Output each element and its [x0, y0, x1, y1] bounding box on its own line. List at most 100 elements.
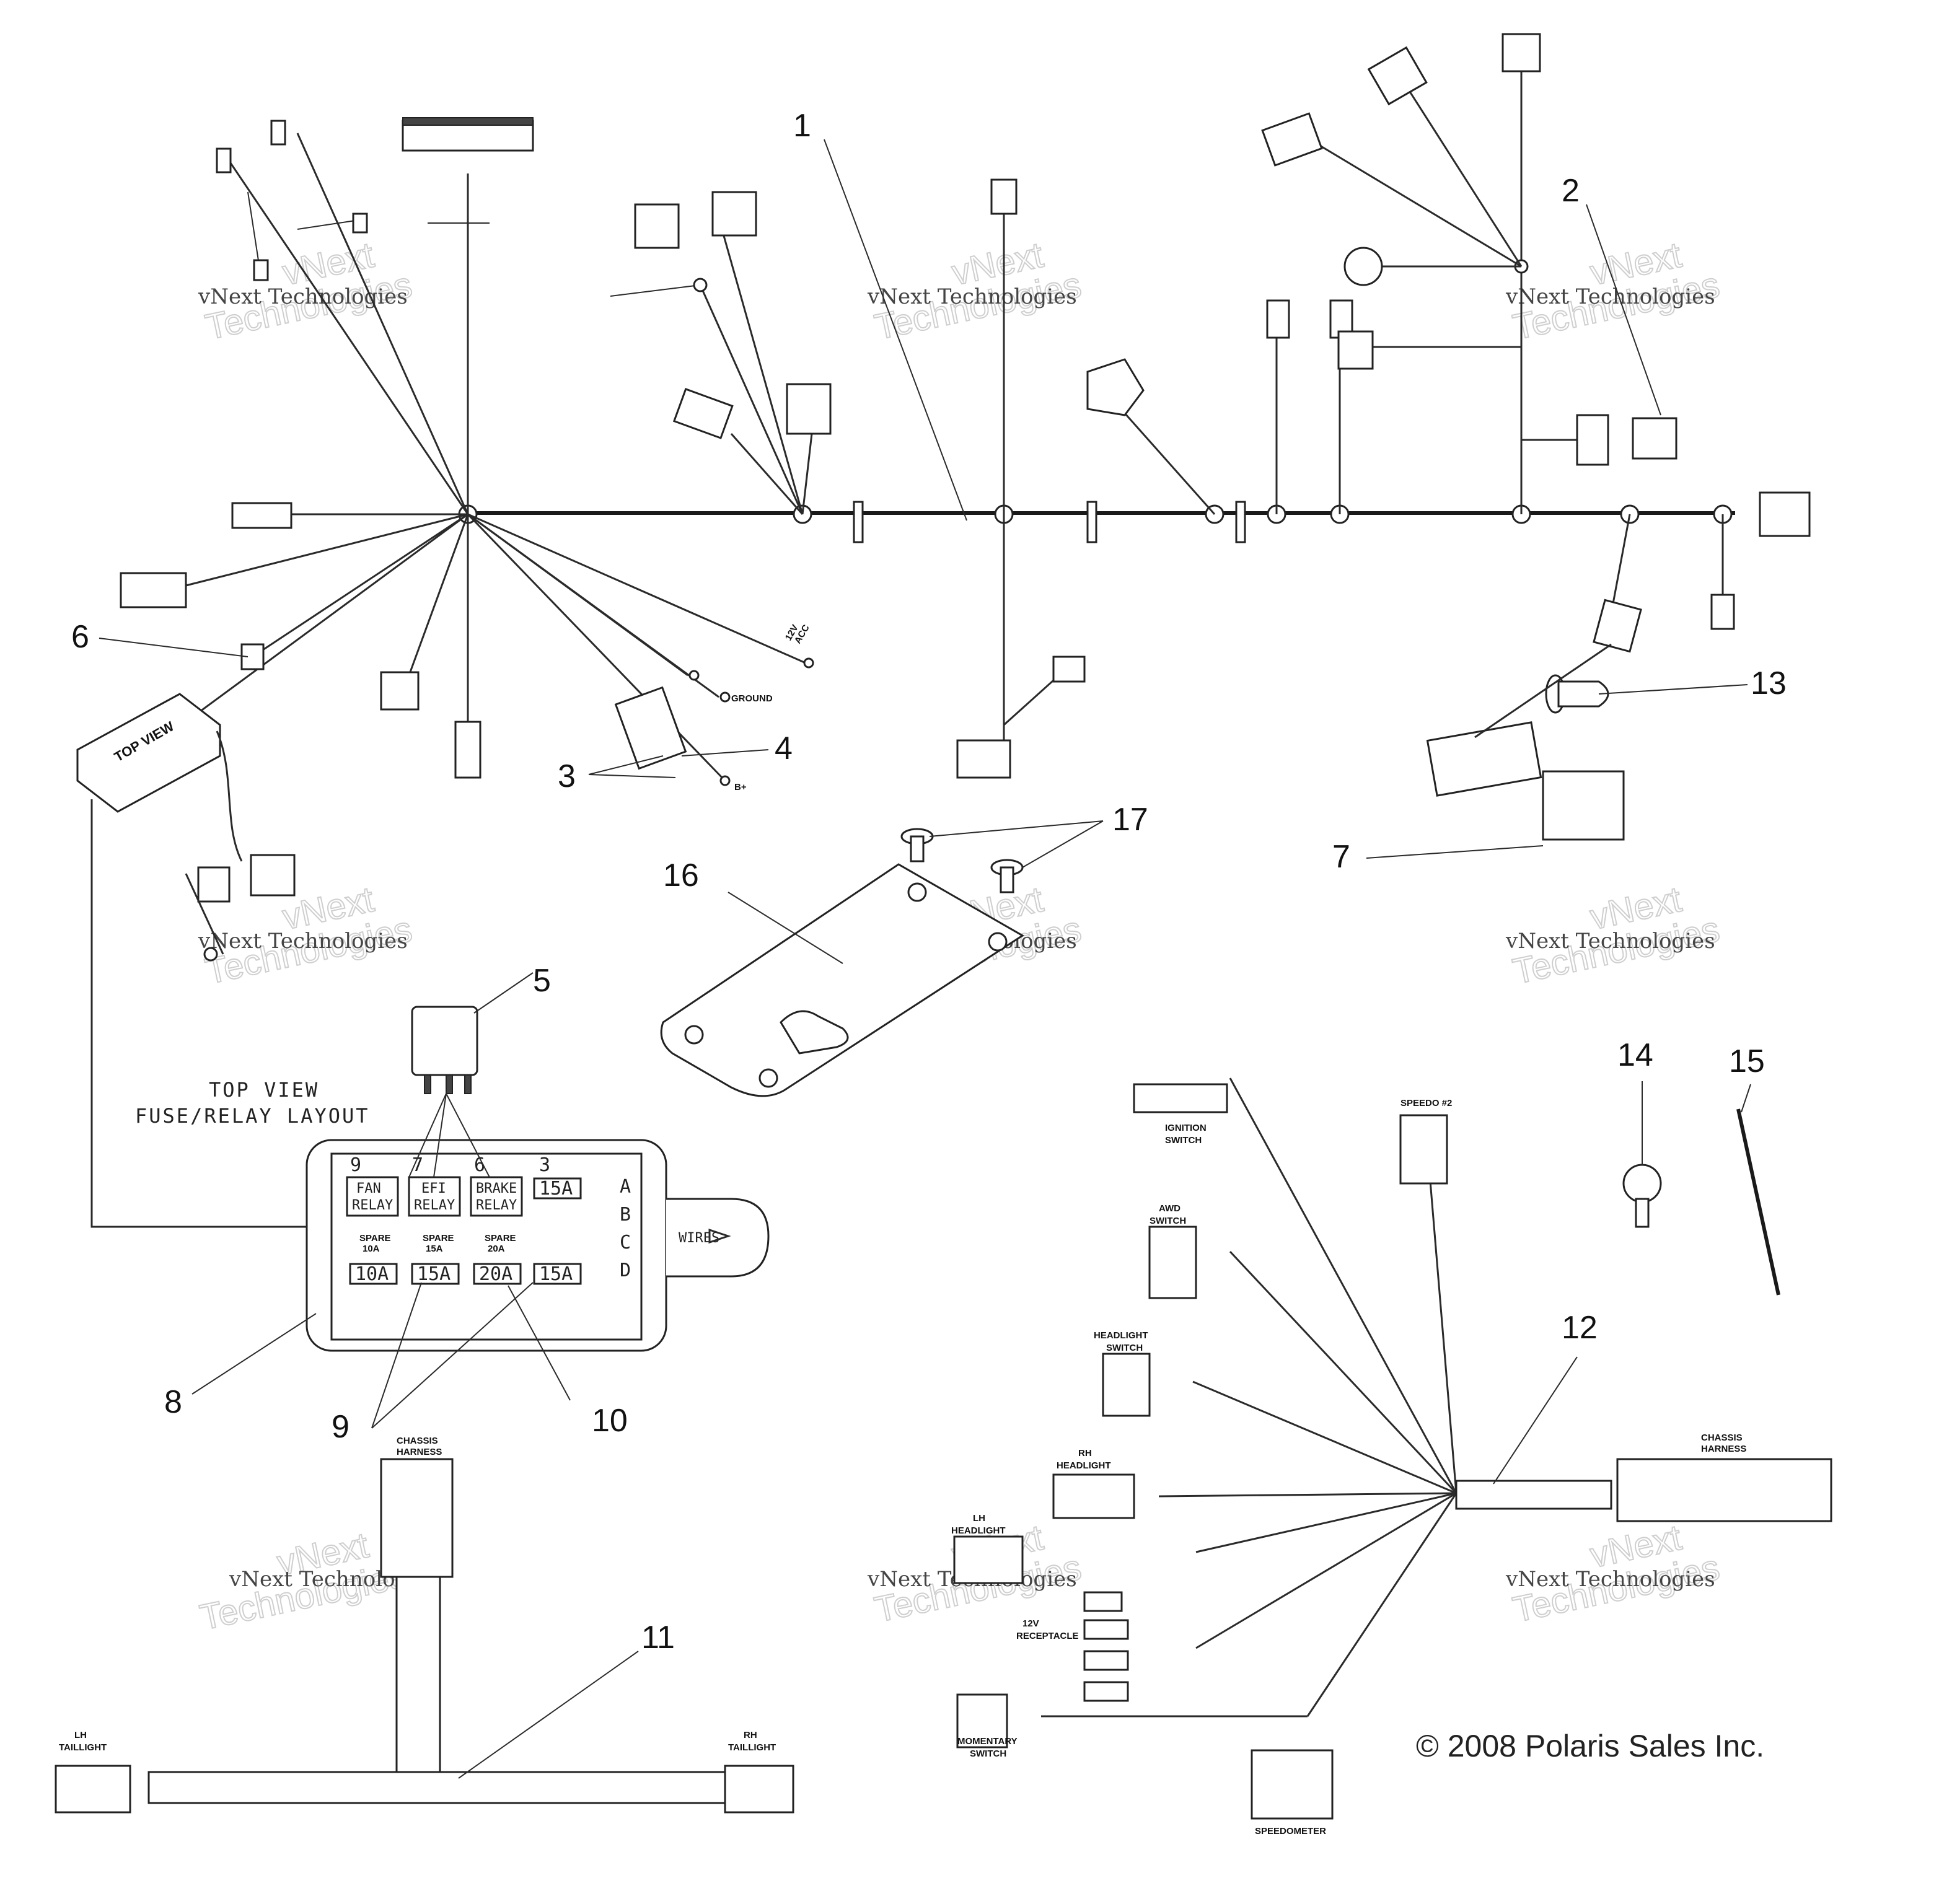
clamp-and-tie — [1622, 1108, 1780, 1296]
copyright-text: © 2008 Polaris Sales Inc. — [1416, 1729, 1764, 1763]
svg-text:vNext Technologies: vNext Technologies — [198, 284, 408, 309]
svg-text:vNext Technologies: vNext Technologies — [1505, 929, 1715, 954]
svg-text:SPARE: SPARE — [359, 1233, 391, 1244]
callout-4: 4 — [775, 730, 793, 766]
callout-13: 13 — [1751, 665, 1787, 701]
svg-text:20A: 20A — [488, 1244, 505, 1254]
svg-text:vNext Technologies: vNext Technologies — [1505, 1567, 1715, 1592]
svg-text:RELAY: RELAY — [352, 1198, 393, 1213]
svg-text:15A: 15A — [426, 1244, 443, 1254]
clip-and-plug-assembly — [1426, 643, 1625, 841]
fuse — [349, 1263, 398, 1285]
chassis-harness: CHASSIS HARNESS IGNITION SWITCH AWD SWIT… — [951, 1077, 1832, 1836]
callout-16: 16 — [663, 858, 699, 893]
svg-text:vNext Technologies: vNext Technologies — [1505, 284, 1715, 309]
relay-part — [411, 1006, 478, 1094]
speedo-2-connector — [1399, 1114, 1448, 1185]
rh-taillight-connector — [724, 1765, 794, 1814]
taillight-harness: CHASSIS HARNESS LH TAILLIGHT RH TAILLIGH… — [55, 1436, 794, 1814]
svg-text:HEADLIGHT: HEADLIGHT — [1094, 1330, 1148, 1341]
svg-text:LH: LH — [973, 1513, 985, 1524]
callout-8: 8 — [164, 1384, 182, 1420]
rh-headlight-connector — [1052, 1473, 1135, 1519]
svg-text:A: A — [620, 1176, 631, 1198]
mounting-bracket — [660, 863, 1024, 1097]
callout-7: 7 — [1332, 839, 1350, 875]
main-harness: 12V ACC GROUND B+ — [120, 33, 1811, 792]
watermark: Technologies vNext vNext Technologies — [1505, 879, 1724, 993]
svg-text:SPARE: SPARE — [485, 1233, 516, 1244]
svg-text:SWITCH: SWITCH — [1150, 1216, 1186, 1226]
callout-3: 3 — [558, 758, 576, 794]
svg-text:AWD: AWD — [1159, 1203, 1181, 1214]
svg-text:MOMENTARY: MOMENTARY — [957, 1736, 1018, 1747]
callout-5: 5 — [533, 963, 551, 999]
callout-14: 14 — [1617, 1037, 1653, 1073]
svg-text:TOP VIEW: TOP VIEW — [209, 1078, 319, 1102]
svg-text:B: B — [620, 1204, 631, 1226]
svg-text:C: C — [620, 1232, 631, 1253]
svg-text:15A: 15A — [539, 1263, 573, 1285]
callout-2: 2 — [1562, 173, 1580, 209]
svg-text:10A: 10A — [363, 1244, 380, 1254]
speedometer-connector — [1251, 1749, 1334, 1820]
callout-1: 1 — [793, 108, 811, 144]
fan-relay — [346, 1176, 399, 1217]
brake-relay — [470, 1176, 523, 1217]
fuse — [533, 1263, 582, 1285]
svg-text:7: 7 — [412, 1154, 423, 1176]
svg-text:FUSE/RELAY LAYOUT: FUSE/RELAY LAYOUT — [135, 1104, 370, 1128]
svg-text:D: D — [620, 1260, 631, 1281]
svg-text:RH: RH — [744, 1730, 757, 1740]
callout-15: 15 — [1729, 1043, 1765, 1079]
headlight-switch-connector — [1102, 1353, 1151, 1417]
svg-text:RELAY: RELAY — [414, 1198, 455, 1213]
svg-text:IGNITION: IGNITION — [1165, 1123, 1207, 1133]
watermark: Technologies vNext vNext Technologies — [1505, 1517, 1724, 1631]
svg-text:vNext Technologies: vNext Technologies — [867, 284, 1077, 309]
svg-text:HEADLIGHT: HEADLIGHT — [1057, 1460, 1111, 1471]
svg-text:GROUND: GROUND — [731, 693, 773, 704]
svg-text:SWITCH: SWITCH — [1165, 1135, 1202, 1146]
svg-text:10A: 10A — [355, 1263, 389, 1285]
svg-text:B+: B+ — [734, 782, 747, 792]
svg-text:SPARE: SPARE — [423, 1233, 454, 1244]
callout-6: 6 — [71, 619, 89, 655]
svg-text:CHASSIS: CHASSIS — [397, 1436, 438, 1446]
callout-12: 12 — [1562, 1310, 1598, 1346]
svg-text:SWITCH: SWITCH — [970, 1748, 1006, 1759]
svg-text:RH: RH — [1078, 1448, 1092, 1459]
watermark: Technologies vNext vNext Technologies — [867, 234, 1086, 348]
lh-taillight-connector — [55, 1765, 131, 1814]
svg-text:SPEEDO #2: SPEEDO #2 — [1400, 1098, 1452, 1108]
svg-text:RECEPTACLE: RECEPTACLE — [1016, 1631, 1079, 1641]
top-view-module — [76, 693, 221, 813]
fuse — [473, 1263, 522, 1285]
callout-11: 11 — [641, 1620, 675, 1656]
svg-text:TAILLIGHT: TAILLIGHT — [728, 1742, 776, 1753]
callout-10: 10 — [592, 1403, 628, 1439]
svg-text:vNext Technologies: vNext Technologies — [198, 929, 408, 954]
chassis-harness-connector — [380, 1458, 454, 1578]
callout-9: 9 — [332, 1409, 350, 1445]
svg-text:SPEEDOMETER: SPEEDOMETER — [1255, 1826, 1326, 1836]
fuse-top — [533, 1177, 582, 1200]
efi-relay — [408, 1176, 461, 1217]
watermark: Technologies vNext vNext Technologies — [198, 234, 416, 348]
svg-text:12V: 12V — [1022, 1618, 1039, 1629]
svg-text:SWITCH: SWITCH — [1106, 1343, 1143, 1353]
svg-text:BRAKE: BRAKE — [476, 1181, 517, 1196]
fuse — [411, 1263, 460, 1285]
svg-text:HEADLIGHT: HEADLIGHT — [951, 1525, 1006, 1536]
svg-text:EFI: EFI — [421, 1181, 446, 1196]
chassis-harness-ecu-plug — [1616, 1458, 1832, 1522]
fuse-relay-box: TOP VIEW FUSE/RELAY LAYOUT WIRES 9 7 6 3… — [135, 1078, 770, 1352]
screws — [900, 828, 1024, 893]
svg-text:HARNESS: HARNESS — [397, 1447, 442, 1457]
svg-text:LH: LH — [74, 1730, 87, 1740]
svg-text:RELAY: RELAY — [476, 1198, 517, 1213]
svg-text:20A: 20A — [479, 1263, 512, 1285]
watermark: Technologies vNext vNext Technologies — [1505, 234, 1724, 348]
momentary-switch-connector — [956, 1693, 1008, 1748]
